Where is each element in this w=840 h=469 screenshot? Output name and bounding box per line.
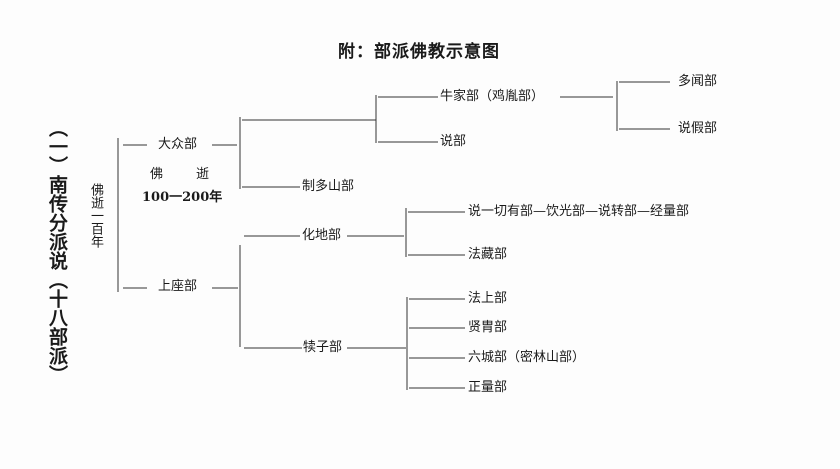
node-mahasanghika: 大众部 [158, 137, 198, 152]
side-title: （一）南传分派说（十八部派） [46, 118, 68, 384]
node-dharmaguptaka: 法藏部 [468, 247, 508, 262]
diagram-title: 附：部派佛教示意图 [338, 42, 500, 62]
era-second-a: 佛 [150, 167, 164, 182]
node-gokulika: 牛家部（鸡胤部） [440, 89, 545, 104]
era-second-years: 100一200年 [142, 190, 223, 205]
node-bahusrutiya: 多闻部 [678, 74, 718, 89]
node-sammitiya: 正量部 [468, 380, 508, 395]
node-caitika: 制多山部 [302, 179, 355, 194]
node-prajnaptivada: 说假部 [678, 121, 718, 136]
era-second-b: 逝 [196, 167, 210, 182]
era-first-century: 佛逝一百年 [88, 183, 103, 248]
node-ekavyavaharika: 说部 [440, 134, 467, 149]
node-bhadrayaniya: 贤胄部 [468, 320, 508, 335]
node-dharmottariya: 法上部 [468, 291, 508, 306]
node-vatsiputriya: 犊子部 [303, 340, 343, 355]
node-channagirika: 六城部（密林山部） [468, 350, 586, 365]
node-sthavira: 上座部 [158, 279, 198, 294]
node-sarvastivada-chain: 说一切有部—饮光部—说转部—经量部 [468, 204, 690, 219]
node-mahisasaka: 化地部 [302, 228, 342, 243]
